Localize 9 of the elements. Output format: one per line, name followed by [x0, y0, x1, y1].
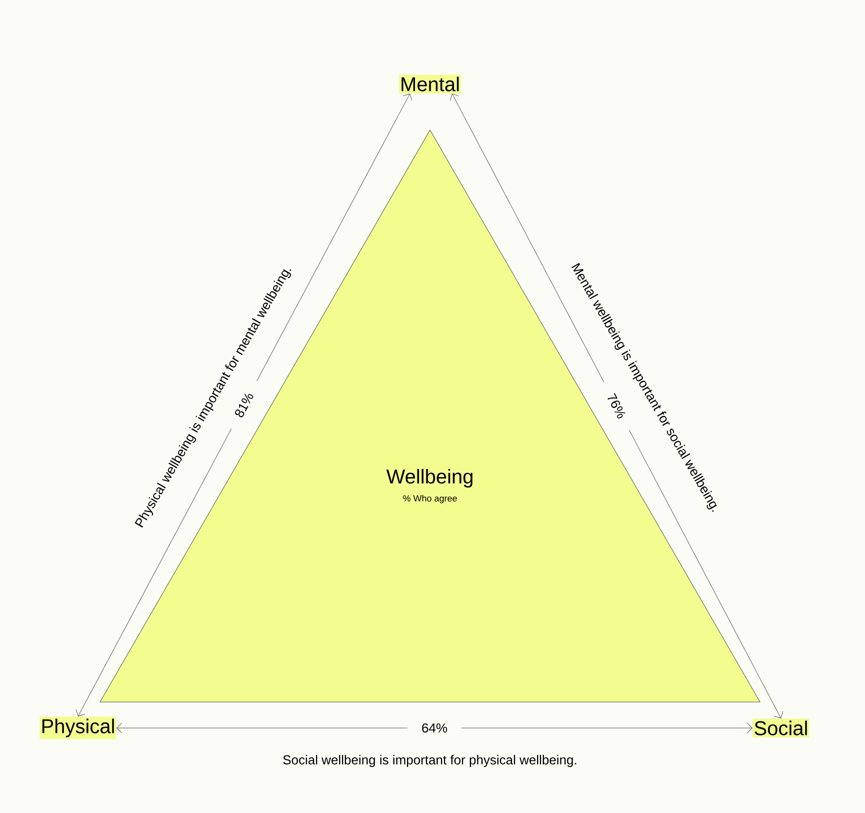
double-arrow	[450, 94, 784, 718]
caption-text: Social wellbeing is important for physical wellbeing.	[283, 754, 576, 768]
double-arrow	[116, 722, 752, 734]
double-arrow	[76, 94, 412, 716]
highlighted-label: Social	[752, 718, 810, 738]
highlighted-label: Physical	[40, 716, 116, 740]
edge-label: 64%	[408, 720, 462, 736]
edge-label: 76%	[597, 378, 636, 434]
highlighted-label: Mental	[399, 74, 462, 94]
